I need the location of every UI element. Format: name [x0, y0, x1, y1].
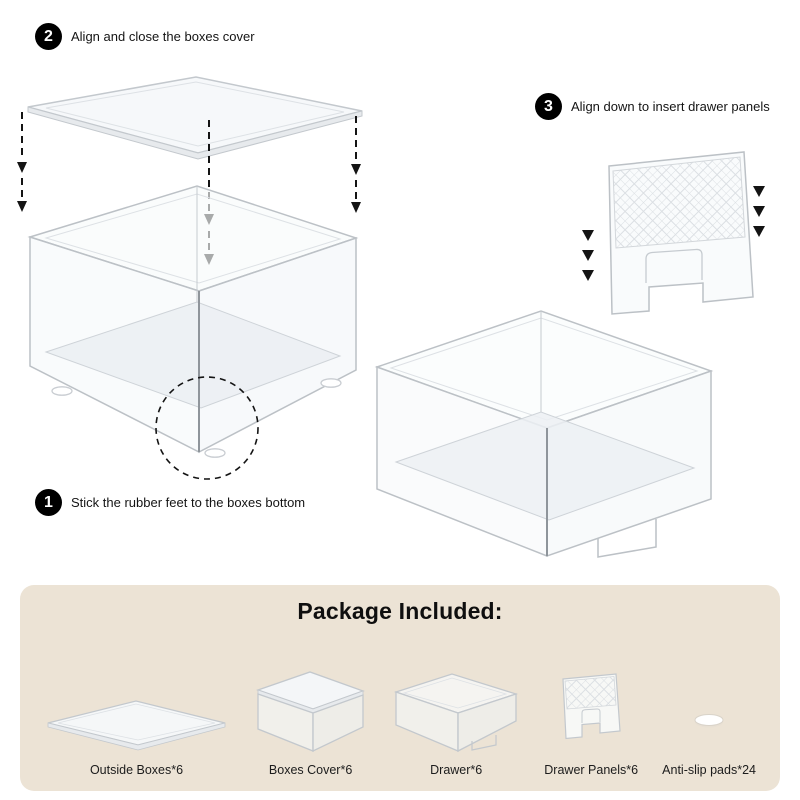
package-items-row: Outside Boxes*6 Boxes Cover*6	[20, 665, 780, 777]
step-1-badge: 1	[35, 489, 62, 516]
quilt-texture	[612, 156, 746, 249]
drawer-panels-thumb	[558, 671, 624, 753]
rubber-foot	[51, 386, 73, 396]
drawer-panel-illustration	[608, 151, 754, 315]
drawer-icon	[394, 673, 519, 753]
outside-boxes-thumb	[44, 695, 229, 753]
assembly-illustration	[17, 76, 765, 558]
drawer-panel-notch	[597, 519, 657, 558]
step-3: 3 Align down to insert drawer panels	[535, 93, 770, 120]
package-included-section: Package Included: Outside Boxes*6	[20, 585, 780, 791]
package-item-label: Anti-slip pads*24	[662, 763, 756, 777]
boxes-cover-lid-illustration	[27, 76, 363, 160]
step-2: 2 Align and close the boxes cover	[35, 23, 255, 50]
rubber-feet	[51, 378, 342, 458]
outside-box-illustration	[27, 185, 359, 454]
insert-direction-arrows	[582, 186, 765, 281]
step-2-badge: 2	[35, 23, 62, 50]
step-1-text: Stick the rubber feet to the boxes botto…	[71, 495, 306, 510]
step-3-badge: 3	[535, 93, 562, 120]
package-item-anti-slip-pads: Anti-slip pads*24	[662, 707, 756, 777]
package-item-drawer-panels: Drawer Panels*6	[544, 671, 638, 777]
outside-boxes-icon	[47, 700, 226, 751]
dashed-highlight-circle	[155, 376, 259, 480]
package-item-label: Drawer Panels*6	[544, 763, 639, 777]
drawer-illustration	[374, 310, 714, 558]
boxes-cover-thumb	[253, 665, 368, 753]
step-2-text: Align and close the boxes cover	[71, 29, 255, 44]
package-item-label: Drawer*6	[430, 763, 483, 777]
drawer-thumb	[392, 665, 520, 753]
step-1: 1 Stick the rubber feet to the boxes bot…	[35, 489, 305, 516]
package-item-drawer: Drawer*6	[392, 665, 520, 777]
rubber-foot	[204, 448, 226, 458]
drawer-panels-icon	[562, 673, 621, 740]
anti-slip-pad-icon	[694, 714, 724, 728]
panel-handle-cutout	[645, 248, 703, 283]
step-3-text: Align down to insert drawer panels	[571, 99, 770, 114]
boxes-cover-icon	[256, 671, 366, 753]
anti-slip-pads-thumb	[687, 707, 731, 733]
package-item-label: Outside Boxes*6	[89, 763, 184, 777]
package-item-outside-boxes: Outside Boxes*6	[44, 695, 229, 777]
package-item-boxes-cover: Boxes Cover*6	[253, 665, 368, 777]
rubber-foot	[320, 378, 342, 388]
package-title: Package Included:	[297, 598, 503, 624]
package-item-label: Boxes Cover*6	[268, 763, 353, 777]
